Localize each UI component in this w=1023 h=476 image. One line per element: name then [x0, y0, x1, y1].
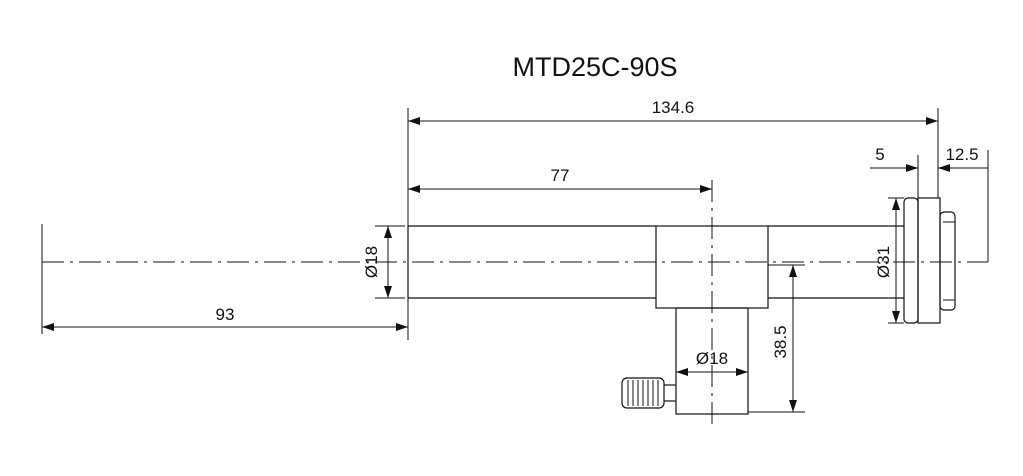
- dim-total-length: 134.6: [408, 98, 938, 125]
- dim-flange-diameter-label: Ø31: [874, 246, 893, 278]
- dim-height-label: 38.5: [771, 325, 790, 358]
- dim-rod-extension: 93: [42, 305, 408, 331]
- drawing-title: MTD25C-90S: [512, 52, 677, 82]
- dim-to-center: 77: [408, 166, 712, 193]
- dim-to-center-label: 77: [551, 166, 570, 185]
- dim-total-length-label: 134.6: [652, 98, 695, 117]
- thumb-screw: [621, 377, 676, 409]
- dim-flange-diameter: Ø31: [874, 198, 900, 323]
- dim-end-cap-label: 12.5: [945, 145, 978, 164]
- extension-lines: [41, 108, 989, 413]
- dim-post-diameter: Ø18: [676, 349, 748, 376]
- dim-post-diameter-label: Ø18: [696, 349, 728, 368]
- dim-rod-diameter: Ø18: [362, 226, 392, 298]
- dim-height: 38.5: [771, 265, 797, 412]
- end-flange: [903, 197, 956, 324]
- dim-end-cap: 12.5: [938, 145, 988, 172]
- dim-rod-extension-label: 93: [216, 305, 235, 324]
- dim-end-flange-label: 5: [875, 145, 884, 164]
- dim-rod-diameter-label: Ø18: [362, 246, 381, 278]
- dim-end-flange: 5: [870, 145, 918, 172]
